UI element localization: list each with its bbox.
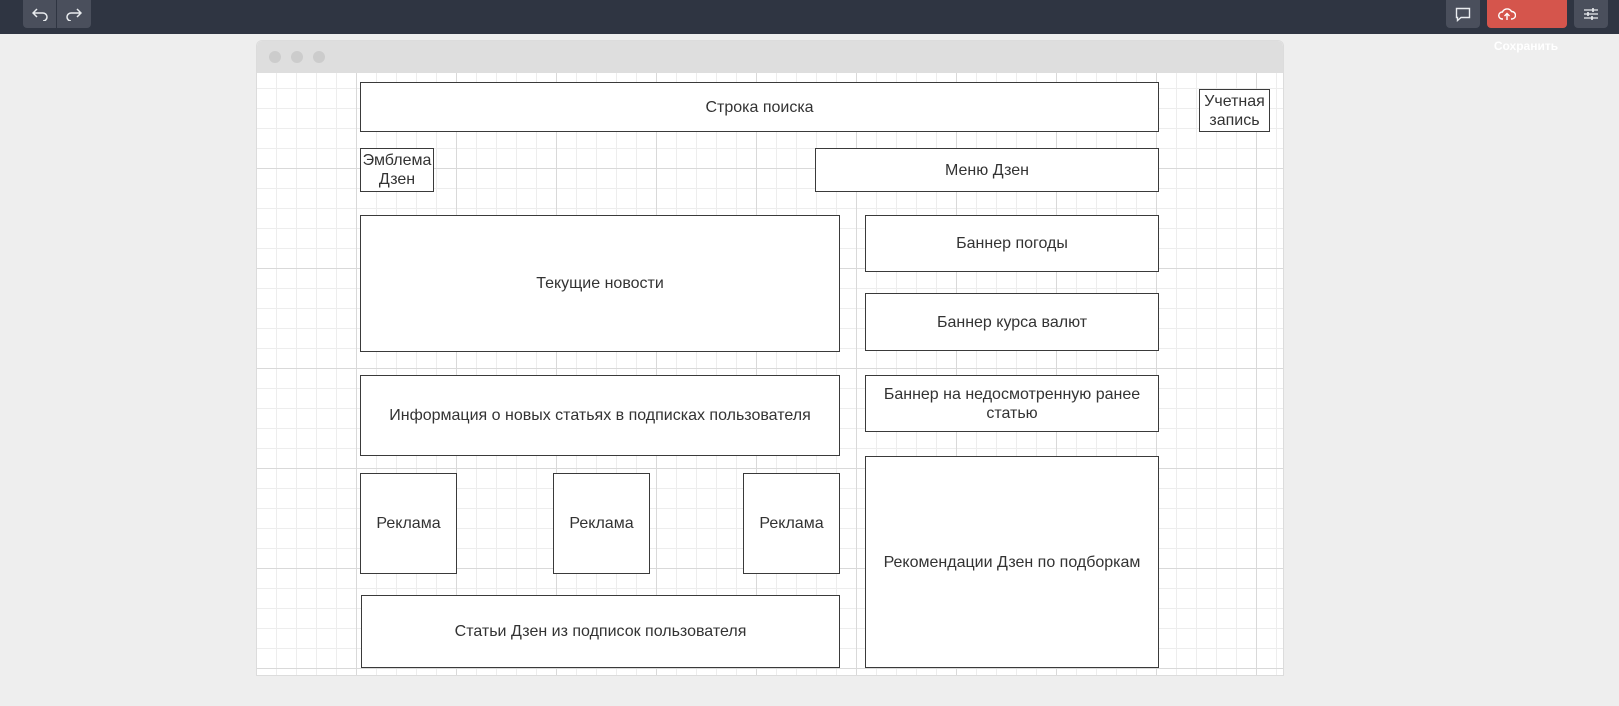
ad-block[interactable]: Реклама (360, 473, 457, 574)
undo-icon (31, 7, 48, 21)
browser-window-mockup: Строка поиска Учетная запись Эмблема Дзе… (256, 40, 1284, 676)
undo-button[interactable] (23, 0, 56, 28)
weather-banner-block[interactable]: Баннер погоды (865, 215, 1159, 272)
settings-button[interactable] (1574, 0, 1608, 28)
ad-block[interactable]: Реклама (743, 473, 840, 574)
comment-icon (1455, 7, 1471, 22)
save-button[interactable] (1487, 0, 1567, 28)
subscriptions-info-block[interactable]: Информация о новых статьях в подписках п… (360, 375, 840, 456)
account-block[interactable]: Учетная запись (1199, 89, 1270, 132)
ad-block[interactable]: Реклама (553, 473, 650, 574)
recommendations-block[interactable]: Рекомендации Дзен по подборкам (865, 456, 1159, 668)
logo-block[interactable]: Эмблема Дзен (360, 148, 434, 192)
current-news-block[interactable]: Текущие новости (360, 215, 840, 352)
wireframe-canvas: Строка поиска Учетная запись Эмблема Дзе… (257, 73, 1283, 675)
currency-banner-block[interactable]: Баннер курса валют (865, 293, 1159, 351)
window-dot-maximize (313, 51, 325, 63)
subscription-articles-block[interactable]: Статьи Дзен из подписок пользователя (361, 595, 840, 668)
cloud-upload-icon (1498, 7, 1516, 21)
menu-block[interactable]: Меню Дзен (815, 148, 1159, 192)
comment-button[interactable] (1446, 0, 1480, 28)
top-toolbar (0, 0, 1619, 34)
redo-icon (66, 7, 82, 21)
save-label: Сохранить (1493, 39, 1559, 53)
window-dot-minimize (291, 51, 303, 63)
search-bar-block[interactable]: Строка поиска (360, 82, 1159, 132)
window-titlebar (257, 41, 1283, 73)
sliders-icon (1583, 7, 1599, 21)
redo-button[interactable] (57, 0, 91, 28)
window-dot-close (269, 51, 281, 63)
unseen-article-banner-block[interactable]: Баннер на недосмотренную ранее статью (865, 375, 1159, 432)
